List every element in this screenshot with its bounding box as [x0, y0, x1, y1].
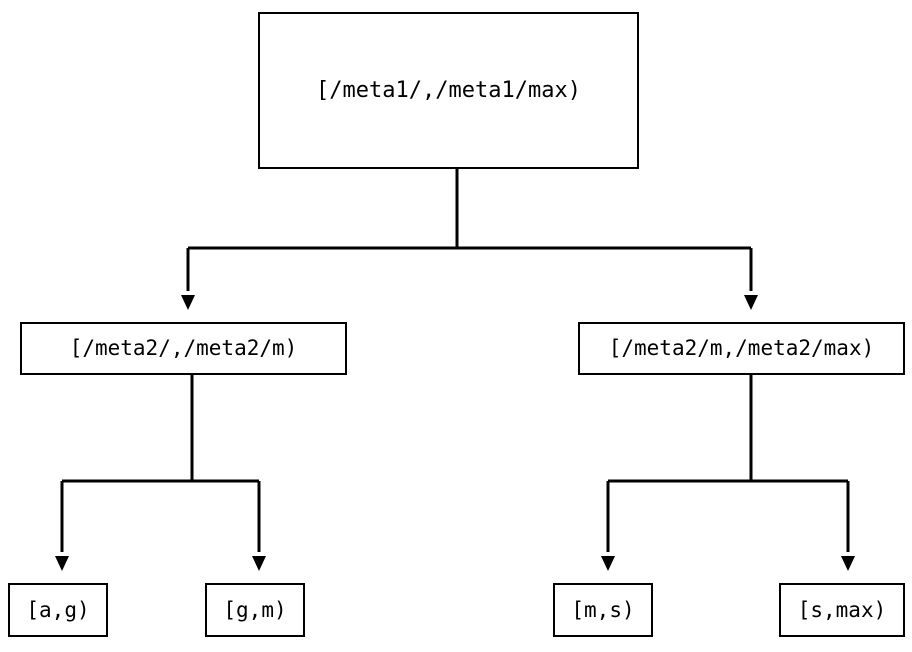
arrowhead-icon-midleft-to-leaf1: [55, 556, 69, 571]
node-leaf-s-max[interactable]: [s,max): [779, 583, 905, 637]
node-leaf-g-m-label: [g,m): [223, 597, 287, 622]
arrowhead-icon-root-to-mid-right: [744, 295, 758, 310]
node-mid-left-label: [/meta2/,/meta2/m): [69, 336, 298, 360]
arrowhead-icon-midright-to-leaf4: [841, 556, 855, 571]
node-mid-right-label: [/meta2/m,/meta2/max): [608, 336, 875, 360]
node-root-label: [/meta1/,/meta1/max): [316, 77, 581, 103]
arrowhead-icon-midright-to-leaf3: [601, 556, 615, 571]
node-leaf-m-s[interactable]: [m,s): [553, 583, 653, 637]
node-mid-left[interactable]: [/meta2/,/meta2/m): [20, 322, 347, 375]
node-leaf-m-s-label: [m,s): [571, 597, 635, 622]
node-leaf-a-g-label: [a,g): [26, 597, 90, 622]
node-leaf-s-max-label: [s,max): [797, 597, 887, 622]
node-root[interactable]: [/meta1/,/meta1/max): [258, 12, 639, 169]
arrowhead-icon-root-to-mid-left: [181, 295, 195, 310]
node-leaf-g-m[interactable]: [g,m): [205, 583, 305, 637]
node-mid-right[interactable]: [/meta2/m,/meta2/max): [578, 322, 905, 375]
arrowhead-icon-midleft-to-leaf2: [252, 556, 266, 571]
node-leaf-a-g[interactable]: [a,g): [8, 583, 108, 637]
